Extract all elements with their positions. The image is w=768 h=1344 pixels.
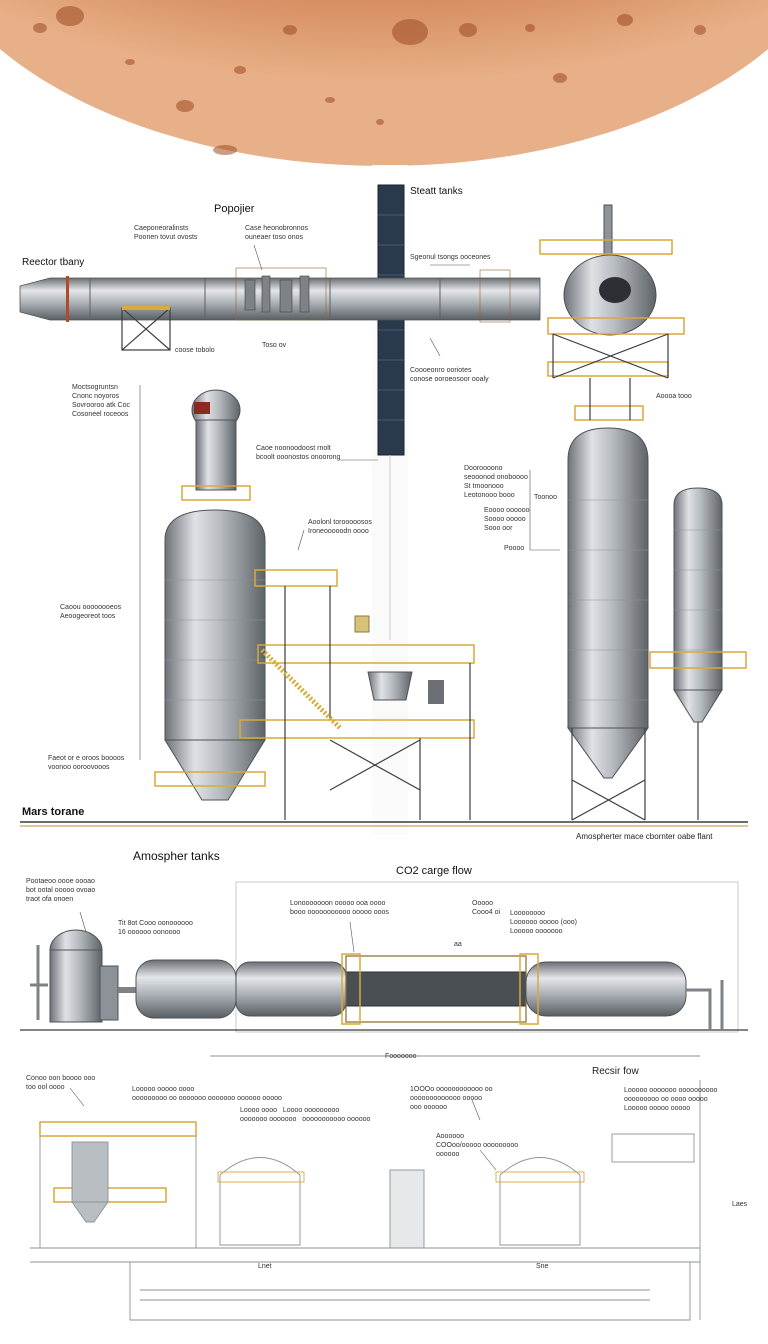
annotation-under-left: coose tobolo (175, 347, 215, 354)
central-mast (354, 165, 408, 835)
reactor-dome-structure (539, 204, 685, 421)
bottom-schematic (30, 1055, 701, 1321)
label-bottom-left-unit: Lnet (258, 1263, 272, 1270)
annotation-bottom-d: 1OOOo oooooooooooo oo ooooooooooooo oooo… (410, 1086, 493, 1111)
annotation-pipe-left-a: Pootaeoo oooe oooao bot ootal ooooo ovoa… (26, 878, 96, 903)
label-atmosphere-tanks: Amospher tanks (133, 849, 220, 863)
annotation-pipe-mid: Lonooooooon ooooo ooa oooo booo oooooooo… (290, 900, 389, 916)
annotation-right-block-2: Eoooo oooooo Soooo ooooo Sooo oor (484, 507, 530, 532)
annotation-bottom-a: Conoo oon boooo ooo too ool oooo (26, 1075, 96, 1091)
annotation-pipe-num: aa (454, 941, 462, 948)
annotation-bottom-f: Looooo ooooooo oooooooooo ooooooooo oo o… (624, 1087, 718, 1112)
label-reactor-flow: Recsir fow (592, 1066, 639, 1077)
annotation-top-c: Sgeonul tsongs ooceones (410, 254, 491, 261)
label-co2-flow: CO2 carge flow (396, 865, 472, 877)
label-lanes: Laes (732, 1201, 748, 1208)
annotation-right-block-1: Dooroooono seooonod onoboooo St tmoonooo… (464, 465, 528, 499)
left-tower (181, 389, 251, 501)
mars-planet (0, 0, 768, 166)
label-bottom-right-unit: Sne (536, 1263, 549, 1270)
annotation-right-pipe: Poooo (504, 545, 525, 552)
reactor-tube (19, 267, 541, 351)
annotation-left-block: Moctsogruntsn Cnonc noyoros Sovrooroo at… (72, 384, 130, 418)
annotation-right-label: Aoooa tooo (656, 393, 692, 400)
pipeline-section (20, 881, 748, 1033)
annotation-bottom-b: Looooo ooooo oooo ooooooooo oo ooooooo o… (132, 1086, 282, 1102)
label-steam-tanks: Steatt tanks (410, 186, 463, 197)
center-platform (239, 569, 475, 820)
right-small-tank (649, 487, 747, 820)
label-propulsion: Popojier (214, 203, 255, 215)
left-silo (154, 509, 266, 801)
annotation-mid-block: Caoe noonoodoost rnolt bcoolt ooonostos … (256, 445, 341, 461)
annotation-top-b: Case heonobronnos ouneaer toso onos (245, 225, 309, 241)
right-silo (567, 427, 649, 821)
annotation-pipe-right: Loooooooo Loooooo ooooo (ooo) Looooo ooo… (510, 910, 577, 935)
label-reactor-tray: Reector tbany (22, 257, 85, 268)
annotation-pipe-mid-small: Ooooo Cooo4 oi (472, 900, 501, 916)
annotation-under-mid: Toso ov (262, 342, 287, 349)
annotation-left-bottom: Faeot or e oroos boooos voonoo ooroovooo… (48, 755, 125, 771)
tube-machinery (235, 267, 511, 323)
label-plant-caption: Amospherter mace cbornter oabe flant (576, 832, 713, 841)
annotation-top-a: Caeponeoralinsts Poonen tovut ovosts (134, 225, 198, 241)
annotation-pipe-left-b: Tit 8ot Cooo oonoooooo 16 oooooo oonoooo (118, 920, 193, 936)
mars-craters (33, 6, 706, 155)
annotation-mid-small: Aoolonl torooooosos Ironeooooodn oooo (308, 519, 372, 535)
annotation-left-low: Caoou oooooooeos Aeoogeoreot toos (60, 604, 122, 620)
annotation-top-d: Coooeonro ooriotes conose ooroeosoor ooa… (410, 367, 489, 383)
label-mars-terrace: Mars torane (22, 806, 85, 818)
annotation-bottom-top: Fooooooo (385, 1053, 417, 1060)
leader-lines (69, 244, 560, 1171)
annotation-right-small: Toonoo (534, 494, 557, 501)
annotation-bottom-c: Loooo oooo Loooo ooooooooo ooooooo ooooo… (240, 1107, 371, 1123)
annotation-bottom-e: Aoooooo COOoo/ooooo ooooooooo oooooo (436, 1133, 519, 1158)
